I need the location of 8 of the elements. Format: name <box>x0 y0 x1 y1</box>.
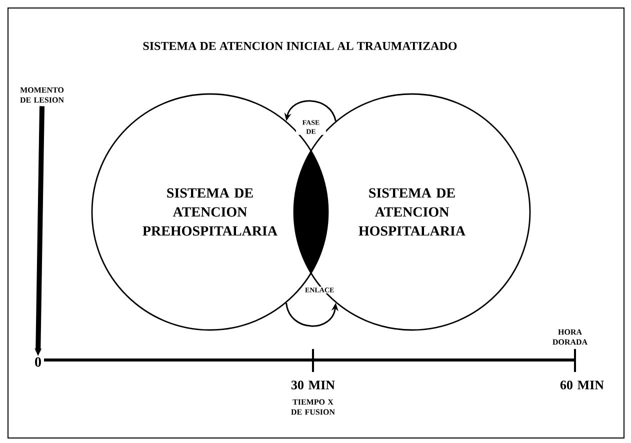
axis-origin: 0 <box>35 357 41 367</box>
axis-note: HORA DORADA <box>552 329 588 345</box>
overlap-lens <box>294 151 328 273</box>
title: SISTEMA DE ATENCION INICIAL AL TRAUMATIZADO <box>143 42 457 50</box>
axis-note: TIEMPO X DE FUSION <box>291 399 335 415</box>
tick-label: 60 MIN <box>560 380 604 390</box>
tick-label: 30 MIN <box>291 380 335 390</box>
node-text: MOMENTO DE LESION <box>20 87 64 103</box>
